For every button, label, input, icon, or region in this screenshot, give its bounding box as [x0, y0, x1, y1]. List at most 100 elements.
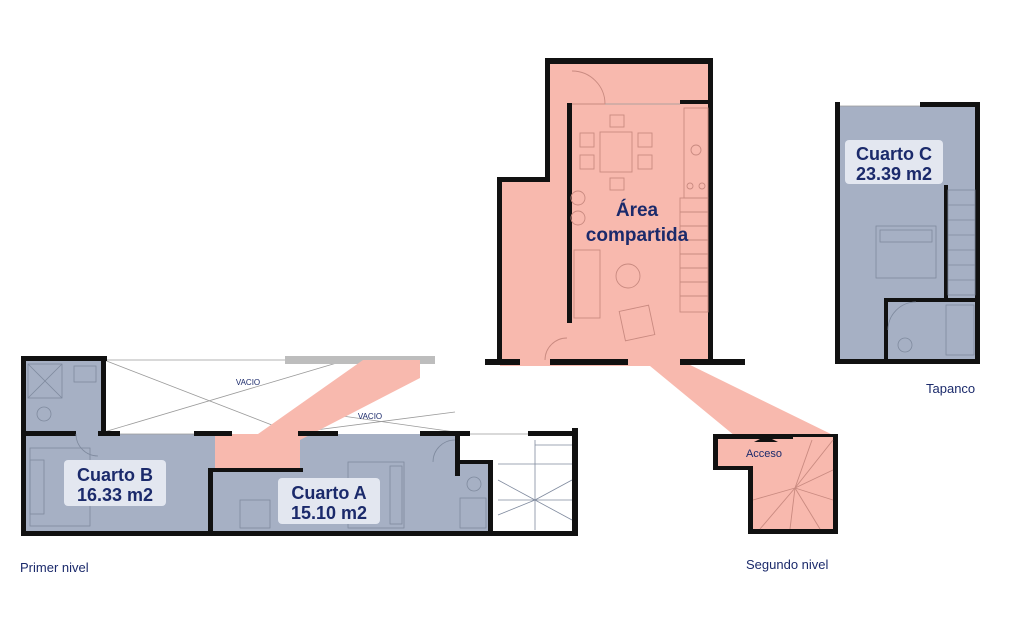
plant-icon	[570, 210, 586, 226]
wall	[98, 431, 120, 436]
room-a-area: 15.10 m2	[291, 503, 367, 523]
first-level-stairs	[497, 440, 573, 530]
wall	[21, 431, 76, 436]
pillow	[879, 229, 933, 243]
desk	[239, 499, 271, 529]
wall	[420, 431, 470, 436]
wall	[713, 466, 753, 470]
balcony-rail	[285, 356, 435, 364]
pillow	[29, 459, 45, 515]
wall	[497, 177, 502, 365]
shared-area-floor	[500, 62, 835, 530]
coffee-table	[615, 263, 641, 289]
wall	[21, 531, 578, 536]
wall	[455, 460, 491, 464]
void-label: VACIO	[358, 412, 382, 421]
wall	[920, 102, 980, 107]
room-a-name: Cuarto A	[291, 483, 366, 503]
wall	[944, 185, 948, 300]
sink	[690, 144, 702, 156]
door-swing	[75, 433, 99, 457]
wall	[884, 298, 976, 302]
sofa	[573, 249, 601, 319]
bathroom-a-floor	[455, 462, 491, 532]
pillow	[389, 465, 403, 525]
wall	[567, 103, 572, 323]
toilet	[897, 337, 913, 353]
chair	[609, 177, 625, 191]
wall	[298, 431, 338, 436]
wall	[833, 434, 838, 534]
bed	[875, 225, 937, 279]
wall	[455, 431, 460, 476]
wall	[713, 434, 718, 470]
second-level-plan: Acceso Área compartida	[485, 58, 838, 534]
wall	[793, 434, 838, 437]
room-b-label-box	[64, 460, 166, 506]
shared-stair-ramp	[215, 360, 420, 470]
door-swing	[571, 70, 606, 105]
second-level-label: Segundo nivel	[746, 557, 829, 572]
room-a-label-box	[278, 478, 380, 524]
access-label-bg	[738, 442, 790, 462]
wall	[545, 58, 713, 64]
chair	[579, 132, 595, 148]
chair	[579, 154, 595, 170]
wall	[528, 431, 578, 436]
wall	[713, 434, 793, 439]
chair	[637, 154, 653, 170]
burner	[698, 182, 706, 190]
shower	[459, 497, 487, 529]
room-c-name: Cuarto C	[856, 144, 932, 164]
wall	[680, 100, 710, 104]
shower	[27, 363, 63, 399]
room-c-label-box	[845, 140, 943, 184]
spiral-stair	[752, 439, 834, 530]
first-level-plan: VACIO VACIO	[21, 356, 578, 536]
wall	[975, 102, 980, 364]
wall	[497, 177, 550, 182]
wall	[208, 468, 303, 472]
shower	[945, 304, 975, 356]
wall	[680, 359, 745, 365]
wall	[194, 431, 232, 436]
shared-area-subtitle: compartida	[586, 225, 689, 246]
access-label: Acceso	[746, 448, 782, 460]
wall	[488, 460, 493, 535]
wall	[21, 356, 107, 361]
burner	[686, 182, 694, 190]
shared-area-title: Área	[616, 199, 659, 221]
room-c-area: 23.39 m2	[856, 164, 932, 184]
wall	[835, 359, 980, 364]
loft-level-label: Tapanco	[926, 381, 975, 396]
chair	[609, 114, 625, 128]
wall	[545, 58, 550, 182]
bathroom-b-floor	[25, 360, 103, 434]
wall	[485, 359, 520, 365]
wall	[884, 298, 888, 362]
chair	[637, 132, 653, 148]
room-b-name: Cuarto B	[77, 465, 153, 485]
armchair	[618, 304, 656, 342]
door-swing	[887, 301, 917, 331]
toilet	[466, 476, 482, 492]
room-b-area: 16.33 m2	[77, 485, 153, 505]
wall	[748, 466, 753, 532]
wall	[21, 356, 26, 536]
first-level-label: Primer nivel	[20, 560, 89, 575]
wall	[708, 58, 713, 364]
wall	[208, 470, 213, 532]
toilet	[36, 406, 52, 422]
dining-table	[599, 131, 633, 173]
void-label: VACIO	[236, 378, 260, 387]
plant-icon	[570, 190, 586, 206]
wall	[550, 359, 628, 365]
wall	[572, 428, 578, 536]
wall	[101, 356, 106, 434]
door-swing	[432, 439, 456, 463]
wall	[835, 102, 840, 364]
sink	[73, 365, 97, 383]
stairs	[679, 197, 709, 313]
wall	[748, 529, 838, 534]
